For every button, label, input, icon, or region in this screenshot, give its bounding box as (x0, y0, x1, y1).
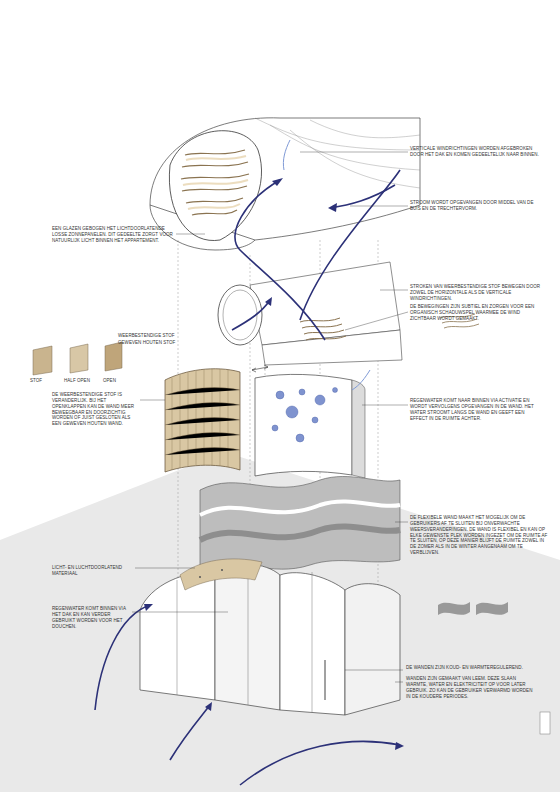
annotation: WANDEN ZIJN GEMAAKT VAN LEEM. DEZE SLAAN… (406, 676, 536, 699)
sample-label: GEWEVEN HOUTEN STOF (118, 340, 188, 346)
base-structure (140, 559, 550, 734)
annotation: DE WANDEN ZIJN KOUD- EN WARMTEREGULEREND… (406, 665, 546, 671)
annotation: LICHT- EN LUCHTDOORLATEND MATERIAAL (52, 565, 134, 577)
sample-label: WEERBESTENDIGE STOF (118, 333, 188, 339)
annotation: STROKEN VAN WEERBESTENDIGE STOF BEWEGEN … (410, 284, 542, 302)
rain-arrows (283, 140, 370, 390)
annotation: REGENWATER KOMT BINNEN VIA HET DAK EN KA… (52, 606, 130, 629)
rain-panel (252, 365, 365, 478)
sample-label: OPEN (103, 378, 131, 384)
wind-arrows (95, 170, 400, 785)
ground-plane (0, 452, 560, 792)
woven-wall-panel (165, 369, 240, 472)
annotation: STROOM WORDT OPGEVANGEN DOOR MIDDEL VAN … (410, 200, 538, 212)
sample-label: HALF OPEN (64, 378, 98, 384)
fabric-samples (33, 342, 122, 375)
annotation: DE FLEXIBELE WAND MAAKT HET MOGELIJK OM … (410, 515, 548, 556)
leader-lines (132, 152, 408, 682)
roof-shell (150, 118, 420, 250)
annotation: VERTICALE WINDRICHTINGEN WORDEN AFGEBROK… (410, 146, 542, 158)
sample-label: STOF (30, 378, 60, 384)
arrow-heads (144, 178, 404, 750)
annotation: DE BEWEGINGEN ZIJN SUBTIEL EN ZORGEN VOO… (410, 304, 542, 322)
annotation: DE WEERBESTENDIGE STOF IS VERANDERLIJK. … (52, 392, 138, 427)
annotation: REGENWATER KOMT NAAR BINNEN VIA ACTIVATI… (410, 398, 542, 421)
annotation: EEN GLAZEN GEBOGEN HET LICHTDOORLATENDE … (52, 226, 174, 244)
